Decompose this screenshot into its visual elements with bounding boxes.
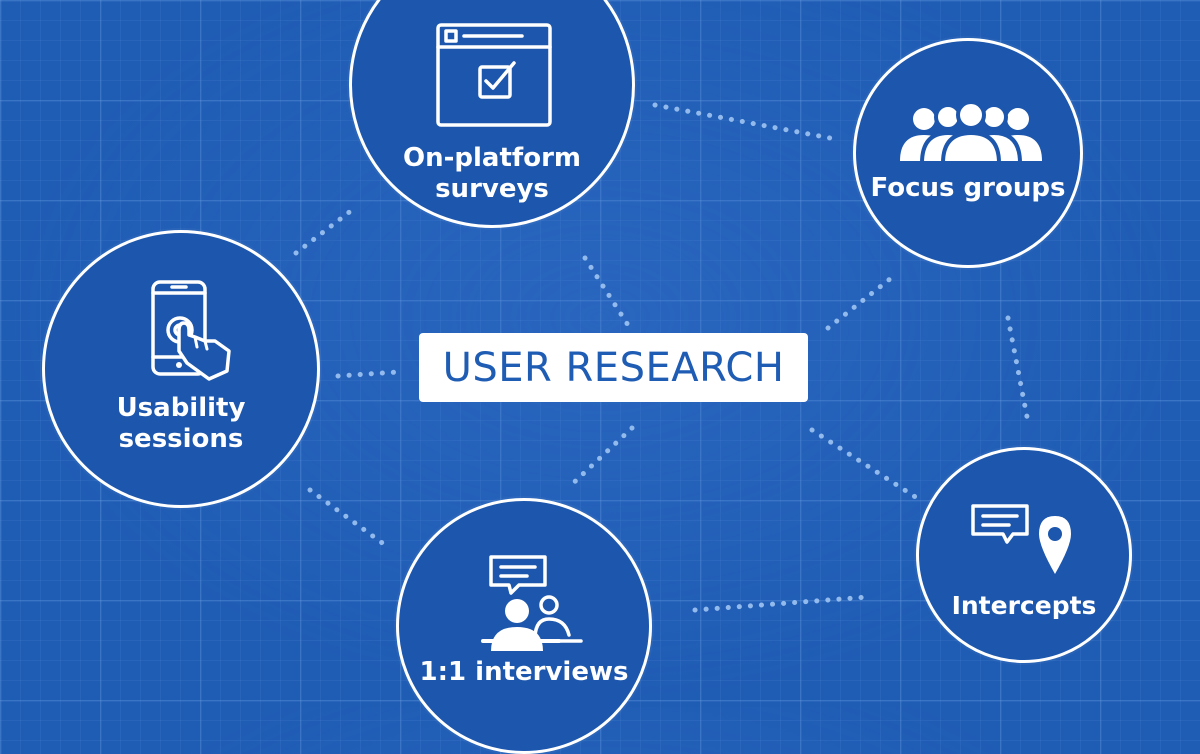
- connector-dots: [293, 102, 1031, 613]
- node-focus-groups[interactable]: Focus groups: [853, 38, 1083, 268]
- node-usability-sessions[interactable]: Usability sessions: [42, 230, 320, 508]
- link-usability-center: [335, 369, 401, 379]
- focus-groups-label: Focus groups: [870, 173, 1066, 203]
- node-on-platform-surveys[interactable]: On-platform surveys: [349, 0, 635, 228]
- surveys-label-line1: On-platform: [403, 143, 581, 173]
- interview-icon: [481, 555, 583, 651]
- center-title-box: USER RESEARCH: [419, 333, 808, 402]
- group-of-people-icon: [900, 103, 1042, 163]
- link-surveys-focus: [652, 102, 833, 141]
- link-surveys-center: [582, 255, 631, 328]
- link-focus-center: [825, 272, 898, 331]
- interviews-label: 1:1 interviews: [419, 657, 629, 687]
- node-one-on-one-interviews[interactable]: 1:1 interviews: [396, 498, 652, 754]
- surveys-label-line2: surveys: [435, 174, 549, 204]
- link-focus-intercepts: [1005, 315, 1031, 425]
- link-usability-interviews: [307, 487, 388, 548]
- center-title: USER RESEARCH: [442, 344, 785, 391]
- link-interviews-intercepts: [692, 594, 871, 613]
- link-center-intercepts: [809, 427, 923, 503]
- link-center-interviews: [565, 425, 635, 491]
- usability-label-line2: sessions: [118, 424, 244, 454]
- intercepts-label: Intercepts: [951, 591, 1097, 620]
- chat-location-icon: [971, 504, 1071, 574]
- usability-label-line1: Usability: [116, 393, 246, 423]
- phone-tap-icon: [151, 280, 231, 381]
- node-intercepts[interactable]: Intercepts: [916, 447, 1132, 663]
- link-usability-surveys: [293, 207, 355, 256]
- browser-checkbox-icon: [436, 23, 552, 127]
